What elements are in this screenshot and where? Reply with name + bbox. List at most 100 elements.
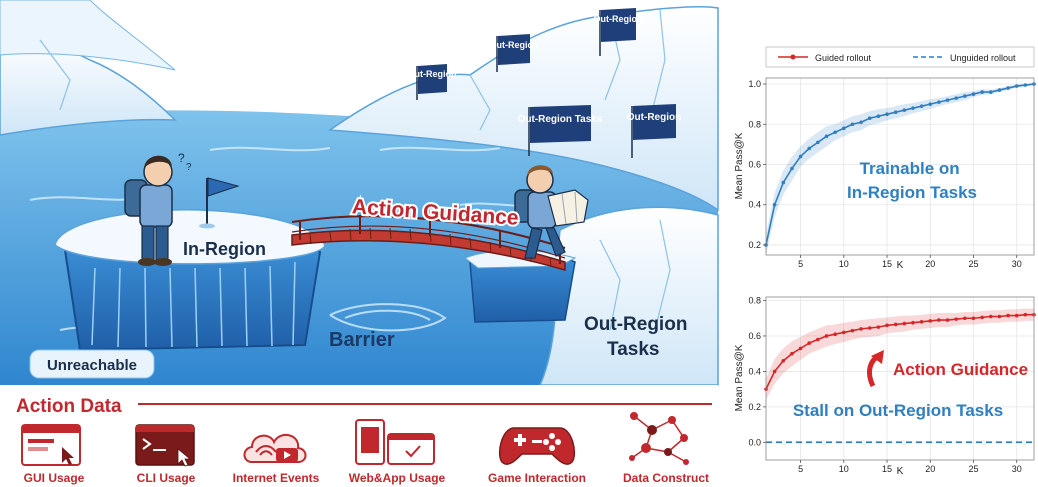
devices-icon — [355, 419, 435, 465]
data-point — [893, 110, 898, 114]
data-point — [997, 88, 1002, 92]
data-point — [937, 318, 941, 322]
data-point — [850, 122, 855, 127]
data-point — [790, 166, 794, 171]
xtick-label: 20 — [925, 464, 935, 474]
xtick-label: 30 — [1012, 464, 1022, 474]
chart-bottom-ylabel: Mean Pass@K — [734, 344, 745, 411]
data-point — [772, 202, 777, 207]
action-data-title: Action Data — [16, 396, 122, 417]
data-point — [859, 327, 863, 331]
data-point — [807, 341, 812, 345]
ytick-label: 0.4 — [748, 366, 761, 376]
out-region-flags: Out-Region Out-Region Out-Region Out-Reg… — [408, 8, 681, 158]
data-point — [963, 94, 967, 98]
out-region-flag-1: Out-Region — [408, 64, 457, 100]
data-point — [945, 98, 950, 102]
chart-bottom-band — [766, 308, 1034, 400]
series-guided-band — [766, 83, 1034, 255]
xtick-label: 10 — [839, 259, 849, 269]
chart-bottom-xlabel: K — [897, 466, 904, 477]
flag-label-5: Out-Region — [627, 112, 681, 123]
network-graph-icon — [629, 412, 689, 465]
legend-guided-marker — [790, 54, 796, 60]
xtick-label: 25 — [968, 464, 978, 474]
data-point — [842, 126, 846, 131]
data-point — [988, 90, 993, 94]
data-point — [988, 314, 993, 319]
in-region-ice-floe — [54, 209, 326, 352]
cloud-video-icon — [243, 433, 307, 463]
data-point — [824, 134, 829, 139]
item-label-webapp: Web&App Usage — [349, 471, 446, 485]
xtick-label: 20 — [925, 259, 935, 269]
data-point — [833, 130, 837, 135]
chart-bottom-annotation-guidance: Action Guidance — [893, 360, 1028, 379]
xtick-label: 15 — [882, 259, 892, 269]
data-point — [859, 120, 863, 125]
out-region-flag-4: Out-Region Tasks — [518, 105, 603, 156]
chart-bottom-frame — [765, 296, 1035, 461]
xtick-label: 15 — [882, 464, 892, 474]
ytick-label: 0.2 — [748, 402, 761, 412]
data-point — [1023, 83, 1028, 87]
data-point — [781, 180, 786, 185]
item-label-game: Game Interaction — [488, 471, 586, 485]
chart-top-annotation: Trainable on In-Region Tasks — [847, 159, 977, 202]
data-point — [1014, 313, 1019, 318]
data-point — [885, 323, 889, 328]
unreachable-pill — [29, 349, 155, 379]
in-region-flag-icon — [199, 177, 240, 229]
flag-label-2: Out-Region — [490, 40, 539, 50]
illustration: ? ? Out-Region — [0, 0, 719, 386]
data-point — [772, 369, 777, 374]
data-point — [919, 104, 924, 108]
item-label-gui: GUI Usage — [24, 471, 85, 485]
chart-top-frame — [765, 77, 1035, 256]
right-mountains — [327, 6, 719, 212]
bridge — [291, 215, 566, 271]
data-point — [816, 337, 820, 342]
data-point — [798, 346, 803, 351]
hiker-map-icon — [514, 165, 589, 259]
svg-text:?: ? — [186, 162, 192, 173]
data-point — [850, 328, 855, 333]
out-region-flag-3: Out-Region — [594, 8, 643, 56]
data-point — [781, 358, 786, 363]
gamepad-icon — [498, 427, 576, 465]
ytick-label: 0.4 — [748, 200, 761, 210]
chart-top-grid — [766, 78, 1034, 255]
ytick-label: 0.6 — [748, 159, 761, 169]
data-point — [876, 325, 881, 329]
data-point — [867, 326, 872, 330]
data-point — [824, 334, 829, 338]
data-point — [842, 330, 846, 335]
data-point — [885, 112, 889, 117]
out-region-flag-5: Out-Region — [627, 104, 681, 158]
barrier-label: Barrier — [329, 329, 395, 351]
data-point — [867, 116, 872, 121]
data-point — [1014, 84, 1019, 88]
data-point — [798, 154, 803, 159]
data-point — [902, 321, 907, 326]
legend-box — [765, 46, 1035, 68]
xtick-label: 25 — [968, 259, 978, 269]
data-point — [911, 106, 915, 110]
chart-legend: Guided rollout Unguided rollout — [765, 46, 1035, 68]
legend-unguided-label: Unguided rollout — [950, 53, 1016, 63]
flag-label-4: Out-Region Tasks — [518, 114, 603, 125]
terminal-icon — [135, 424, 195, 467]
data-point — [963, 316, 967, 321]
chart-bottom-annotation-stall: Stall on Out-Region Tasks — [793, 401, 1003, 420]
unreachable-label: Unreachable — [47, 357, 137, 374]
xtick-label: 5 — [798, 464, 803, 474]
chart-top-xlabel: K — [897, 260, 904, 271]
ytick-label: 0.0 — [748, 437, 761, 447]
data-point — [876, 114, 881, 119]
flag-label-3: Out-Region — [594, 14, 643, 24]
data-point — [807, 146, 812, 151]
